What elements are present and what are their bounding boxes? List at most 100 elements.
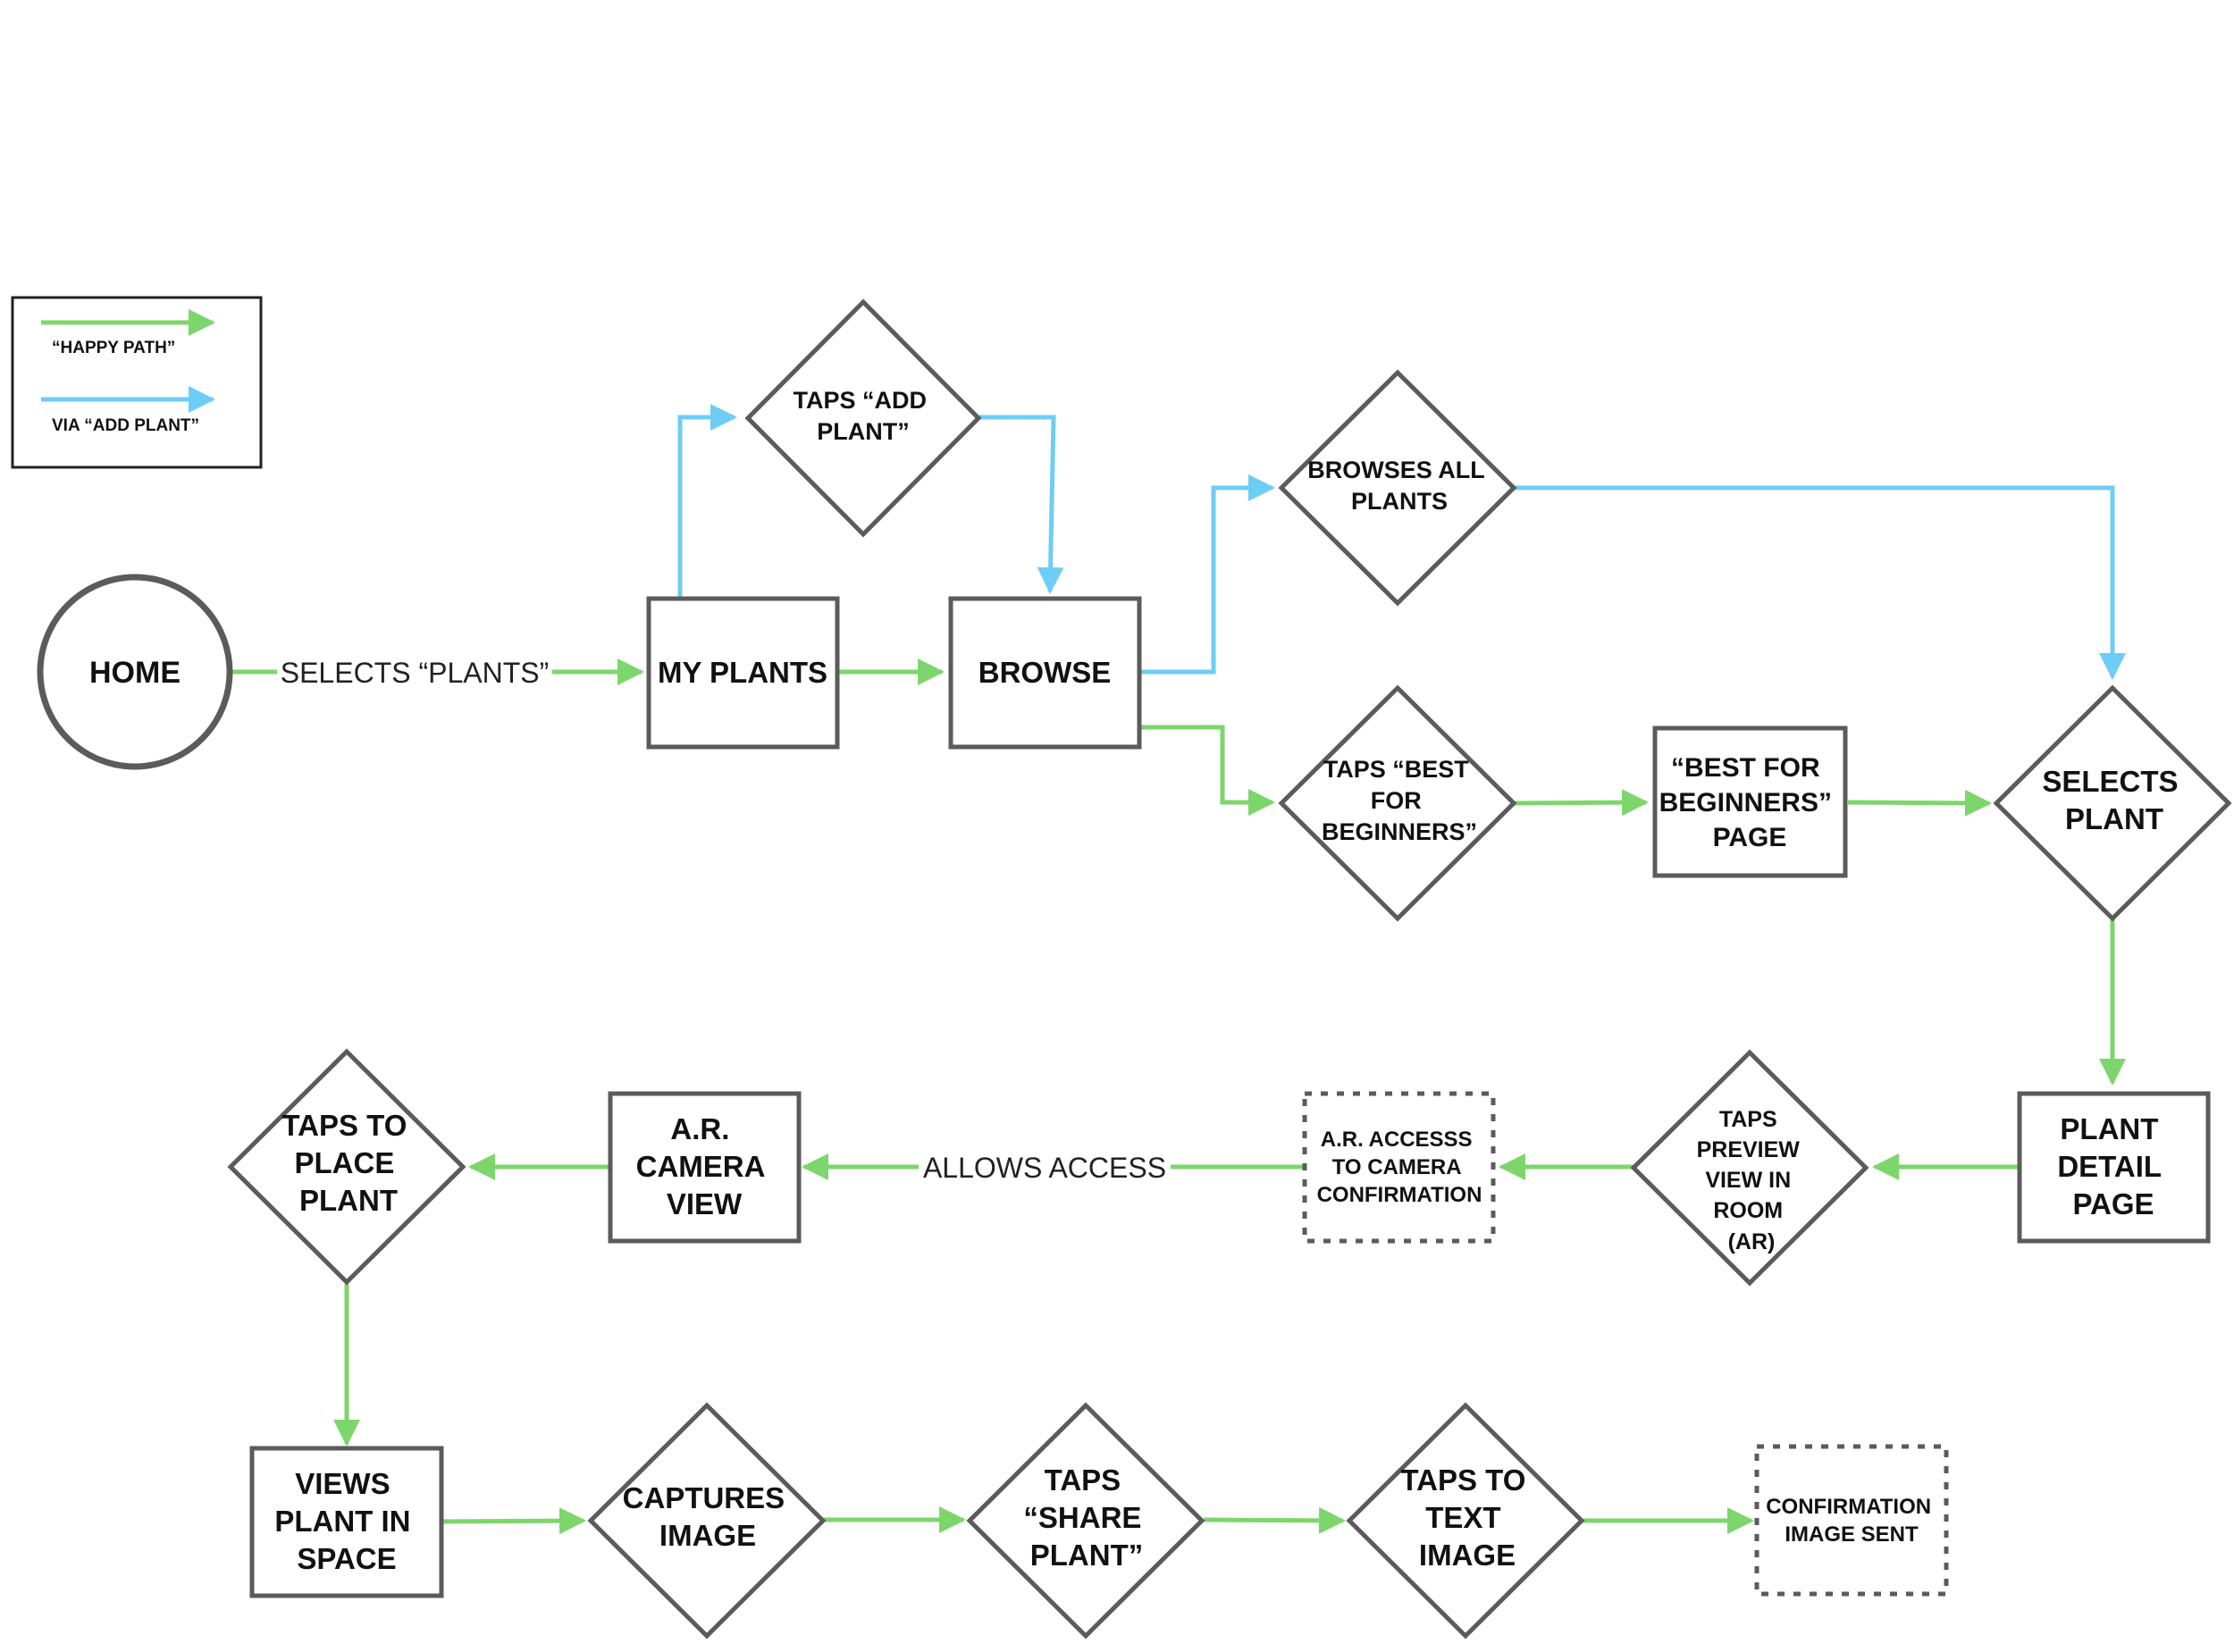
node-taps-share-plant: TAPS “SHARE PLANT” [966,1402,1205,1639]
node-my-plants-line: MY PLANTS [658,656,827,689]
node-browses-all-plants-shape [1278,369,1517,607]
node-home-shape [37,574,233,770]
node-taps-preview-line-4: ROOM [1713,1198,1783,1223]
edge-best-page-to-selects-plant [1847,789,1992,817]
edge-browse-to-taps-best-for-beginners [1141,725,1275,816]
node-browse-line: BROWSE [978,656,1112,689]
node-captures-line-2: IMAGE [659,1519,756,1552]
node-taps-to-place-plant-shape [227,1048,466,1286]
node-taps-add-plant-shape [744,298,982,538]
node-taps-share-line-1: TAPS [1045,1463,1121,1497]
node-taps-place-line-3: PLANT [299,1184,398,1217]
node-captures-image-label: CAPTURES IMAGE [623,1481,794,1552]
node-ar-camera-view-shape [608,1091,802,1244]
node-taps-share-plant-label: TAPS “SHARE PLANT” [1023,1463,1149,1572]
node-views-plant-line-1: VIEWS [295,1467,390,1500]
node-taps-preview: TAPS PREVIEW VIEW IN ROOM (AR) [1630,1049,1869,1287]
edge-views-plant-to-captures [442,1507,586,1535]
node-selects-plant-line-2: PLANT [2065,802,2163,835]
node-plant-detail-page: PLANT DETAIL PAGE [2017,1091,2211,1244]
node-taps-add-plant: TAPS “ADD PLANT” [744,298,982,538]
node-browses-all-plants: BROWSES ALL PLANTS [1278,369,1517,607]
node-taps-share-line-3: PLANT” [1030,1539,1144,1572]
node-best-page-line-3: PAGE [1713,823,1787,852]
node-selects-plant-label: SELECTS PLANT [2042,765,2186,835]
node-taps-text-line-3: IMAGE [1419,1539,1516,1572]
node-browse-label: BROWSE [978,656,1112,689]
node-confirmation-line-1: CONFIRMATION [1766,1495,1931,1519]
node-home-line: HOME [89,656,181,690]
node-ar-access-line-1: A.R. ACCESSS [1321,1128,1473,1152]
edges [232,404,2126,1535]
node-taps-preview-line-1: TAPS [1719,1107,1777,1132]
node-taps-add-plant-line-2: PLANT” [817,418,910,445]
node-captures-image-shape [587,1402,827,1639]
legend-add-plant-label: VIA “ADD PLANT” [52,416,199,435]
node-taps-text-line-2: TEXT [1425,1501,1500,1534]
node-home-label: HOME [89,656,181,690]
edge-label-selects-plants: SELECTS “PLANTS” [281,657,550,689]
node-plant-detail-line-3: PAGE [2072,1187,2154,1220]
node-taps-text-line-1: TAPS TO [1400,1463,1525,1497]
node-taps-add-plant-line-1: TAPS “ADD [793,387,927,414]
node-views-plant-in-space-label: VIEWS PLANT IN SPACE [274,1467,418,1575]
node-taps-preview-line-2: PREVIEW [1697,1137,1801,1162]
node-selects-plant-line-1: SELECTS [2042,765,2178,798]
node-my-plants-shape [646,596,840,750]
node-ar-access-confirmation-shape [1302,1091,1496,1244]
node-plant-detail-page-label: PLANT DETAIL PAGE [2057,1112,2169,1220]
node-confirmation-line-2: IMAGE SENT [1785,1522,1919,1547]
node-taps-to-text-image-label: TAPS TO TEXT IMAGE [1400,1463,1533,1572]
node-taps-preview-line-5: (AR) [1728,1229,1776,1254]
node-taps-to-place-plant-label: TAPS TO PLACE PLANT [281,1109,415,1217]
node-my-plants: MY PLANTS [646,596,840,750]
node-taps-best-for-beginners: TAPS “BEST FOR BEGINNERS” [1278,684,1517,922]
node-captures-image: CAPTURES IMAGE [587,1402,827,1639]
legend-happy-path-label: “HAPPY PATH” [52,339,175,357]
node-taps-best-line-2: FOR [1371,787,1422,814]
edge-taps-best-to-best-page [1514,789,1649,817]
node-captures-line-1: CAPTURES [623,1481,785,1514]
node-taps-to-text-image: TAPS TO TEXT IMAGE [1346,1402,1585,1639]
edge-browses-all-plants-to-selects-plant [1515,485,2126,680]
node-confirmation-image-sent: CONFIRMATION IMAGE SENT [1754,1444,1949,1597]
edge-taps-share-to-taps-text [1203,1506,1346,1534]
node-confirmation-image-sent-label: CONFIRMATION IMAGE SENT [1766,1495,1937,1547]
legend-box [11,296,263,469]
node-taps-preview-shape [1630,1049,1869,1287]
legend: “HAPPY PATH” VIA “ADD PLANT” [11,296,263,469]
node-ar-access-line-3: CONFIRMATION [1317,1183,1482,1207]
node-taps-best-line-1: TAPS “BEST [1323,756,1470,783]
node-views-plant-in-space: VIEWS PLANT IN SPACE [249,1446,444,1598]
node-browses-all-plants-label: BROWSES ALL PLANTS [1307,457,1491,515]
node-browse: BROWSE [948,596,1142,750]
node-taps-best-line-3: BEGINNERS” [1322,818,1477,845]
node-my-plants-label: MY PLANTS [658,656,827,689]
node-plant-detail-line-1: PLANT [2060,1112,2158,1145]
node-views-plant-in-space-shape [249,1446,444,1598]
nodes: HOME MY PLANTS TAPS “ADD PLANT” BROWSE [37,298,2232,1639]
node-ar-access-confirmation-label: A.R. ACCESSS TO CAMERA CONFIRMATION [1317,1128,1482,1207]
node-best-for-beginners-page: “BEST FOR BEGINNERS” PAGE [1652,725,1848,878]
node-views-plant-line-3: SPACE [297,1542,396,1575]
edge-browse-to-browses-all-plants [1141,474,1275,675]
node-browses-all-plants-line-2: PLANTS [1351,488,1448,515]
node-taps-to-place-plant: TAPS TO PLACE PLANT [227,1048,466,1286]
node-ar-camera-line-1: A.R. [670,1112,729,1145]
node-browses-all-plants-line-1: BROWSES ALL [1307,457,1484,483]
node-ar-access-confirmation: A.R. ACCESSS TO CAMERA CONFIRMATION [1302,1091,1496,1244]
node-taps-place-line-1: TAPS TO [281,1109,407,1142]
node-ar-camera-view: A.R. CAMERA VIEW [608,1091,802,1244]
node-taps-share-plant-shape [966,1402,1205,1639]
node-home: HOME [37,574,233,770]
node-taps-best-for-beginners-label: TAPS “BEST FOR BEGINNERS” [1322,756,1477,845]
node-taps-best-for-beginners-shape [1278,684,1517,922]
node-taps-add-plant-label: TAPS “ADD PLANT” [793,387,933,445]
node-views-plant-line-2: PLANT IN [274,1505,410,1538]
node-confirmation-image-sent-shape [1754,1444,1949,1597]
edge-my-plants-to-taps-add-plant [677,404,737,599]
node-selects-plant: SELECTS PLANT [1993,684,2232,922]
node-taps-place-line-2: PLACE [294,1146,394,1179]
node-ar-camera-line-2: CAMERA [636,1150,765,1183]
